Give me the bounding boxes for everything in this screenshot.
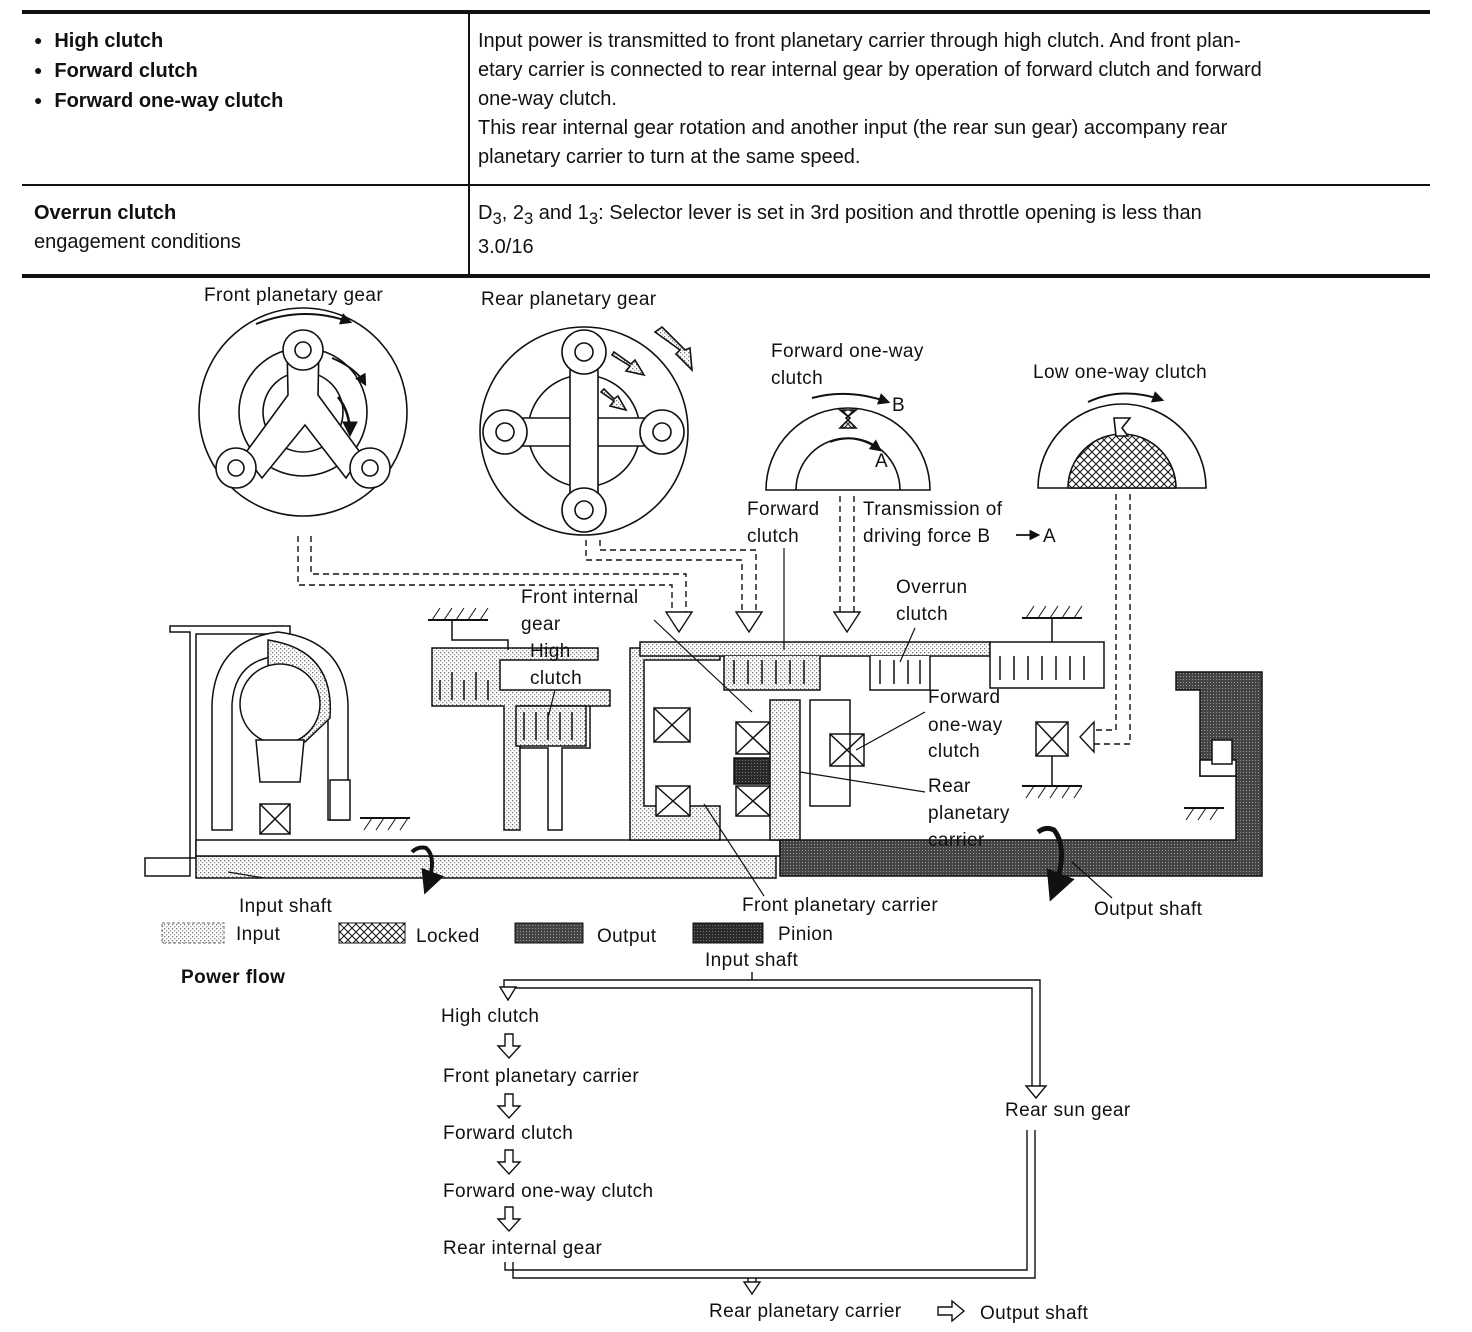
description-line: etary carrier is connected to rear inter… bbox=[478, 59, 1262, 81]
legend-swatch-input bbox=[161, 922, 225, 944]
label-front-internal-gear: gear bbox=[521, 614, 561, 635]
down-arrow-icon bbox=[496, 1033, 522, 1060]
label-high-clutch: clutch bbox=[530, 668, 582, 689]
front-planetary-gear-illustration bbox=[198, 307, 408, 517]
flow-start: Input shaft bbox=[705, 950, 798, 971]
legend-swatch-pinion bbox=[692, 922, 764, 944]
flow-step-forward-one-way-clutch: Forward one-way clutch bbox=[443, 1181, 654, 1202]
legend-label-input: Input bbox=[236, 924, 281, 945]
label-output-shaft: Output shaft bbox=[1094, 899, 1203, 920]
flow-step-front-planetary-carrier: Front planetary carrier bbox=[443, 1066, 639, 1087]
overrun-subtitle: engagement conditions bbox=[34, 231, 241, 253]
right-arrow-icon bbox=[937, 1299, 966, 1323]
table-row: High clutch Forward clutch Forward one-w… bbox=[22, 12, 1430, 186]
label-high-clutch: High bbox=[530, 641, 571, 662]
label-transmission-of-driving-force: driving force B bbox=[863, 526, 990, 547]
flow-step-rear-internal-gear: Rear internal gear bbox=[443, 1238, 603, 1259]
flow-step-high-clutch: High clutch bbox=[441, 1006, 539, 1027]
connector-dashes bbox=[297, 494, 1131, 745]
label-low-one-way-clutch: Low one-way clutch bbox=[1033, 362, 1207, 383]
description-cell: Input power is transmitted to front plan… bbox=[469, 12, 1430, 186]
label-front-planetary-carrier: Front planetary carrier bbox=[742, 895, 938, 916]
label-front-planetary-gear: Front planetary gear bbox=[204, 285, 383, 306]
label-forward-one-way-clutch-2: one-way bbox=[928, 715, 1003, 736]
label-rear-planetary-carrier: planetary bbox=[928, 803, 1010, 824]
label-pointer-lines bbox=[227, 548, 1113, 899]
legend-label-pinion: Pinion bbox=[778, 924, 833, 945]
low-one-way-clutch-illustration bbox=[1037, 391, 1207, 489]
down-arrow-icon bbox=[496, 1093, 522, 1120]
label-rear-planetary-carrier: Rear bbox=[928, 776, 971, 797]
transmission-cross-section bbox=[144, 605, 1263, 902]
component-item: Forward one-way clutch bbox=[34, 87, 458, 117]
label-overrun-clutch: clutch bbox=[896, 604, 948, 625]
description-line: This rear internal gear rotation and ano… bbox=[478, 117, 1228, 139]
forward-one-way-clutch-illustration bbox=[765, 392, 931, 491]
table-row: Overrun clutch engagement conditions D3,… bbox=[22, 185, 1430, 276]
component-item: Forward clutch bbox=[34, 57, 458, 87]
flow-end-rear-planetary-carrier: Rear planetary carrier bbox=[709, 1301, 902, 1322]
flow-step-forward-clutch: Forward clutch bbox=[443, 1123, 573, 1144]
conditions-line-2: 3.0/16 bbox=[478, 236, 534, 258]
connector-arrowheads bbox=[664, 611, 1095, 754]
legend-label-locked: Locked bbox=[416, 926, 480, 947]
label-forward-clutch: Forward bbox=[747, 499, 819, 520]
legend-label-output: Output bbox=[597, 926, 657, 947]
label-forward-clutch: clutch bbox=[747, 526, 799, 547]
power-flow-chart: Power flow Input shaft High clutch Front… bbox=[181, 950, 1131, 1324]
label-forward-one-way-clutch-2: clutch bbox=[928, 741, 980, 762]
diagram-labels: Front planetary gear Rear planetary gear… bbox=[204, 285, 1207, 920]
description-line: one-way clutch. bbox=[478, 88, 617, 110]
label-front-internal-gear: Front internal bbox=[521, 587, 639, 608]
description-line: planetary carrier to turn at the same sp… bbox=[478, 146, 861, 168]
overrun-cell: Overrun clutch engagement conditions bbox=[22, 185, 470, 276]
down-arrow-icon bbox=[496, 1206, 522, 1233]
label-point-b: B bbox=[892, 395, 905, 416]
overrun-title: Overrun clutch bbox=[34, 202, 177, 224]
label-input-shaft: Input shaft bbox=[239, 896, 332, 917]
rear-planetary-gear-illustration bbox=[479, 325, 693, 536]
description-line: Input power is transmitted to front plan… bbox=[478, 30, 1241, 52]
component-item: High clutch bbox=[34, 27, 458, 57]
down-arrow-icon bbox=[496, 1149, 522, 1176]
label-rear-planetary-gear: Rear planetary gear bbox=[481, 289, 657, 310]
components-cell: High clutch Forward clutch Forward one-w… bbox=[22, 12, 470, 186]
label-forward-one-way-clutch-2: Forward bbox=[928, 687, 1000, 708]
legend: Input Locked Output Pinion bbox=[161, 922, 833, 947]
legend-swatch-output bbox=[514, 922, 584, 944]
flow-step-rear-sun-gear: Rear sun gear bbox=[1005, 1100, 1131, 1121]
label-overrun-clutch: Overrun bbox=[896, 577, 967, 598]
flow-final-output-shaft: Output shaft bbox=[980, 1303, 1089, 1324]
legend-swatch-locked bbox=[338, 922, 406, 944]
label-point-a: A bbox=[875, 451, 888, 472]
power-flow-title: Power flow bbox=[181, 967, 285, 988]
label-forward-one-way-clutch: clutch bbox=[771, 368, 823, 389]
conditions-line: D3, 23 and 13: Selector lever is set in … bbox=[478, 202, 1202, 228]
conditions-cell: D3, 23 and 13: Selector lever is set in … bbox=[469, 185, 1430, 276]
spec-table: High clutch Forward clutch Forward one-w… bbox=[22, 10, 1430, 278]
label-forward-one-way-clutch: Forward one-way bbox=[771, 341, 924, 362]
label-driving-force-target: A bbox=[1043, 526, 1056, 547]
label-transmission-of-driving-force: Transmission of bbox=[863, 499, 1003, 520]
label-rear-planetary-carrier: carrier bbox=[928, 830, 985, 851]
